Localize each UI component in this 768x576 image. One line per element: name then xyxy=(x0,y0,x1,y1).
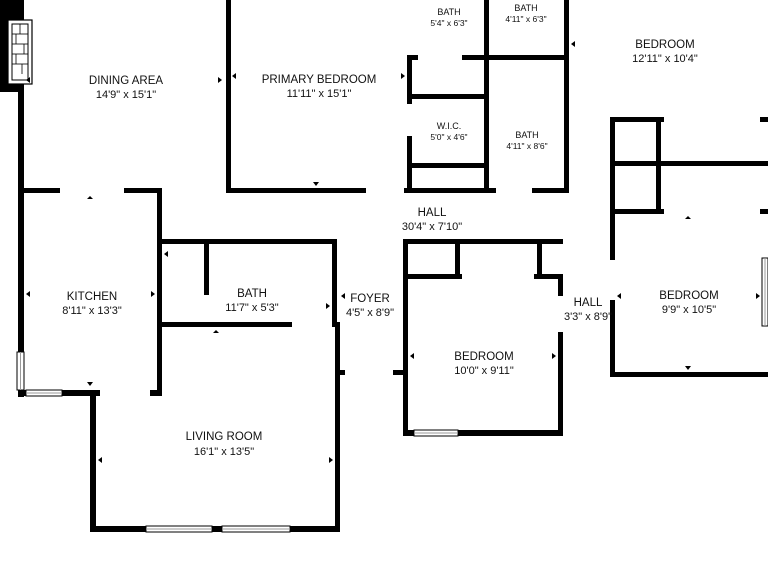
room-dims: 9'9" x 10'5" xyxy=(662,304,716,316)
window-kitchen-bottom xyxy=(25,389,63,397)
room-dims: 12'11" x 10'4" xyxy=(632,53,698,65)
room-name: KITCHEN xyxy=(67,291,117,303)
room-name: BATH xyxy=(237,288,267,300)
room-dims: 14'9" x 15'1" xyxy=(96,89,156,101)
dimension-ticks xyxy=(26,41,760,463)
door-bedroom1-closet xyxy=(664,117,760,122)
wall-bath-cluster-bottom xyxy=(407,188,569,193)
door-bedroom3-hall xyxy=(610,260,615,300)
windows xyxy=(16,257,768,533)
wall-closet-div-1 xyxy=(455,239,460,279)
room-name: PRIMARY BEDROOM xyxy=(262,74,377,86)
room-bedroom-1: BEDROOM 12'11" x 10'4" xyxy=(632,39,698,65)
wall-bedroom2-bottom xyxy=(403,430,563,436)
wall-wic-top xyxy=(407,94,489,99)
wall-closet-left xyxy=(610,117,615,214)
window-bedroom2 xyxy=(413,429,459,437)
room-name: BEDROOM xyxy=(454,351,513,363)
room-name: HALL xyxy=(574,297,603,309)
window-living-2 xyxy=(221,525,291,533)
room-dims: 4'5" x 8'9" xyxy=(346,307,394,319)
wall-foyer-bottom-stub-2 xyxy=(393,370,408,375)
room-name: BEDROOM xyxy=(635,39,694,51)
wall-left-exterior xyxy=(18,0,24,397)
window-living-1 xyxy=(145,525,213,533)
room-name: BATH xyxy=(437,7,460,17)
wall-bedroom2-right xyxy=(558,274,563,436)
wall-foyer-bottom-stub xyxy=(335,370,345,375)
door-dining-kitchen xyxy=(60,188,124,193)
wall-bath1-bottom xyxy=(407,55,567,60)
room-wic: W.I.C. 5'0" x 4'6" xyxy=(430,121,467,142)
wall-bath4-top xyxy=(157,239,337,244)
door-primary-hall xyxy=(366,188,404,193)
room-name: BATH xyxy=(514,3,537,13)
room-dims: 3'3" x 8'9" xyxy=(564,311,612,323)
wall-primary-left xyxy=(226,0,231,193)
wall-closet-divider xyxy=(656,117,661,214)
wall-bedroom2-top xyxy=(403,239,563,244)
door-bath3-hall xyxy=(496,188,532,193)
window-kitchen-left xyxy=(16,351,25,391)
door-bath4-living xyxy=(292,322,332,327)
room-foyer: FOYER 4'5" x 8'9" xyxy=(346,293,394,319)
room-bedroom-2: BEDROOM 10'0" x 9'11" xyxy=(454,351,514,377)
wall-kitchen-right xyxy=(157,188,162,395)
wall-bath4-bottom xyxy=(157,322,337,327)
wall-living-right xyxy=(335,322,340,532)
room-name: W.I.C. xyxy=(437,121,462,131)
door-bath1-bottom xyxy=(418,55,462,60)
room-bath-2: BATH 4'11" x 6'3" xyxy=(505,3,546,24)
room-dims: 16'1" x 13'5" xyxy=(194,446,254,458)
room-dims: 4'11" x 8'6" xyxy=(506,141,547,151)
room-dims: 30'4" x 7'10" xyxy=(402,221,462,233)
wall-living-bottom xyxy=(90,526,340,532)
wall-bedroom3-bottom xyxy=(610,372,768,377)
room-bath-1: BATH 5'4" x 6'3" xyxy=(430,7,467,28)
room-dims: 11'7" x 5'3" xyxy=(225,302,278,314)
door-wic xyxy=(407,104,412,136)
door-bedroom2-closet xyxy=(462,274,534,279)
room-bath-3: BATH 4'11" x 8'6" xyxy=(506,130,547,151)
room-dims: 5'0" x 4'6" xyxy=(430,132,467,142)
room-living-room: LIVING ROOM 16'1" x 13'5" xyxy=(186,431,263,458)
room-name: BEDROOM xyxy=(659,290,718,302)
door-bedroom2-hall xyxy=(558,296,563,332)
room-name: BATH xyxy=(515,130,538,140)
door-openings xyxy=(60,55,760,396)
wall-closet-mid xyxy=(610,161,768,166)
wall-bath4-inner xyxy=(204,239,209,295)
room-name: FOYER xyxy=(350,293,390,305)
wall-bath3-right xyxy=(564,0,569,193)
window-bedroom3 xyxy=(761,257,768,327)
wall-closet-div-2 xyxy=(537,239,542,279)
room-name: LIVING ROOM xyxy=(186,431,263,443)
fireplace-icon xyxy=(7,19,33,85)
room-labels: DINING AREA 14'9" x 15'1" PRIMARY BEDROO… xyxy=(62,3,718,458)
wall-living-left xyxy=(90,390,96,530)
room-hall-2: HALL 3'3" x 8'9" xyxy=(564,297,612,323)
wall-wic-bottom xyxy=(407,163,489,168)
room-dims: 11'11" x 15'1" xyxy=(287,88,352,100)
room-bedroom-3: BEDROOM 9'9" x 10'5" xyxy=(659,290,718,316)
room-dims: 4'11" x 6'3" xyxy=(505,14,546,24)
room-dims: 10'0" x 9'11" xyxy=(454,365,514,377)
room-dining-area: DINING AREA 14'9" x 15'1" xyxy=(89,75,163,101)
wall-bath4-right xyxy=(332,239,337,327)
room-dims: 8'11" x 13'3" xyxy=(62,305,122,317)
wall-bedroom2-left xyxy=(403,239,408,435)
door-bedroom3-closet xyxy=(664,209,760,214)
wall-primary-bottom xyxy=(226,188,416,193)
door-kitchen-living xyxy=(100,390,150,396)
room-name: DINING AREA xyxy=(89,75,163,87)
room-kitchen: KITCHEN 8'11" x 13'3" xyxy=(62,291,122,317)
room-primary-bedroom: PRIMARY BEDROOM 11'11" x 15'1" xyxy=(262,74,377,100)
room-name: HALL xyxy=(418,207,447,219)
room-bath-4: BATH 11'7" x 5'3" xyxy=(225,288,278,314)
room-hall-1: HALL 30'4" x 7'10" xyxy=(402,207,462,233)
room-dims: 5'4" x 6'3" xyxy=(430,18,467,28)
